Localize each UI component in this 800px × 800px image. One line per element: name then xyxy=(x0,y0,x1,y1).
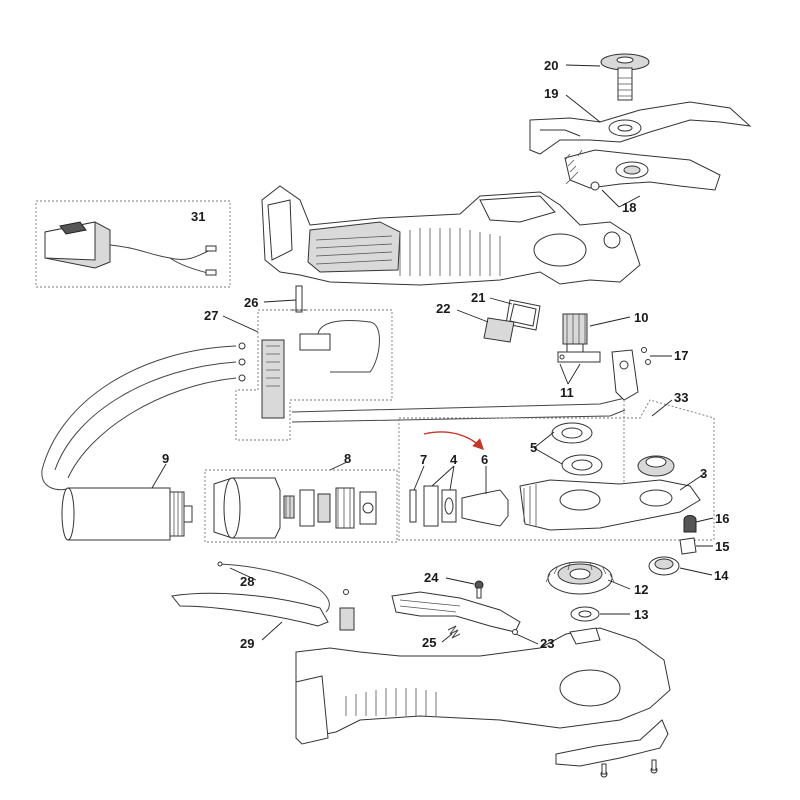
part-11-bracket xyxy=(557,351,601,363)
callout-3: 3 xyxy=(700,466,707,481)
part-33-gearhead xyxy=(398,399,715,541)
callout-labels: 20 19 18 31 26 27 22 21 10 17 11 33 9 8 … xyxy=(162,58,729,651)
callout-26: 26 xyxy=(244,295,258,310)
callout-33: 33 xyxy=(674,390,688,405)
part-21-plate xyxy=(505,299,541,331)
callout-10: 10 xyxy=(634,310,648,325)
lower-housing xyxy=(295,627,671,745)
part-20-pivot-bolt xyxy=(600,53,650,101)
part-10-gear xyxy=(562,313,588,363)
part-16-pin xyxy=(683,515,697,533)
callout-20: 20 xyxy=(544,58,558,73)
callout-8: 8 xyxy=(344,451,351,466)
part-26-pin xyxy=(290,285,308,313)
wiring-harness xyxy=(41,345,626,491)
callout-9: 9 xyxy=(162,451,169,466)
callout-22: 22 xyxy=(436,301,450,316)
part-18-lower-blade xyxy=(564,149,721,191)
leader-lines xyxy=(151,64,714,645)
part-8-gearbox-assembly xyxy=(204,469,398,543)
callout-28: 28 xyxy=(240,574,254,589)
lower-cover-plate xyxy=(555,719,669,778)
callout-4: 4 xyxy=(450,452,458,467)
callout-17: 17 xyxy=(674,348,688,363)
callout-23: 23 xyxy=(540,636,554,651)
part-19-upper-blade xyxy=(529,101,752,155)
part-29-wrist-strap xyxy=(171,592,329,627)
callout-31: 31 xyxy=(191,209,205,224)
part-14-small-gear xyxy=(648,556,680,576)
highlight-arrow xyxy=(423,431,484,450)
callout-29: 29 xyxy=(240,636,254,651)
callout-5: 5 xyxy=(530,440,537,455)
callout-27: 27 xyxy=(204,308,218,323)
callout-12: 12 xyxy=(634,582,648,597)
callout-15: 15 xyxy=(715,539,729,554)
part-12-bevel-gear xyxy=(545,561,615,595)
part-13-washer xyxy=(570,606,600,622)
callout-16: 16 xyxy=(715,511,729,526)
callout-24: 24 xyxy=(424,570,439,585)
callout-18: 18 xyxy=(622,200,636,215)
upper-housing xyxy=(261,185,641,286)
part-24-screw xyxy=(474,580,484,599)
callout-6: 6 xyxy=(481,452,488,467)
callout-11: 11 xyxy=(560,385,574,400)
part-23-trigger xyxy=(391,591,521,635)
part-31-charger xyxy=(35,200,231,288)
callout-19: 19 xyxy=(544,86,558,101)
callout-14: 14 xyxy=(714,568,729,583)
part-28-strap-clip xyxy=(217,561,355,631)
callout-13: 13 xyxy=(634,607,648,622)
part-15-bushing xyxy=(679,537,697,555)
part-9-battery xyxy=(61,487,193,541)
callout-25: 25 xyxy=(422,635,436,650)
callout-7: 7 xyxy=(420,452,427,467)
callout-21: 21 xyxy=(471,290,485,305)
part-22-pad xyxy=(483,317,515,343)
part-25-spring xyxy=(447,625,461,639)
part-27-control-board xyxy=(235,309,393,441)
